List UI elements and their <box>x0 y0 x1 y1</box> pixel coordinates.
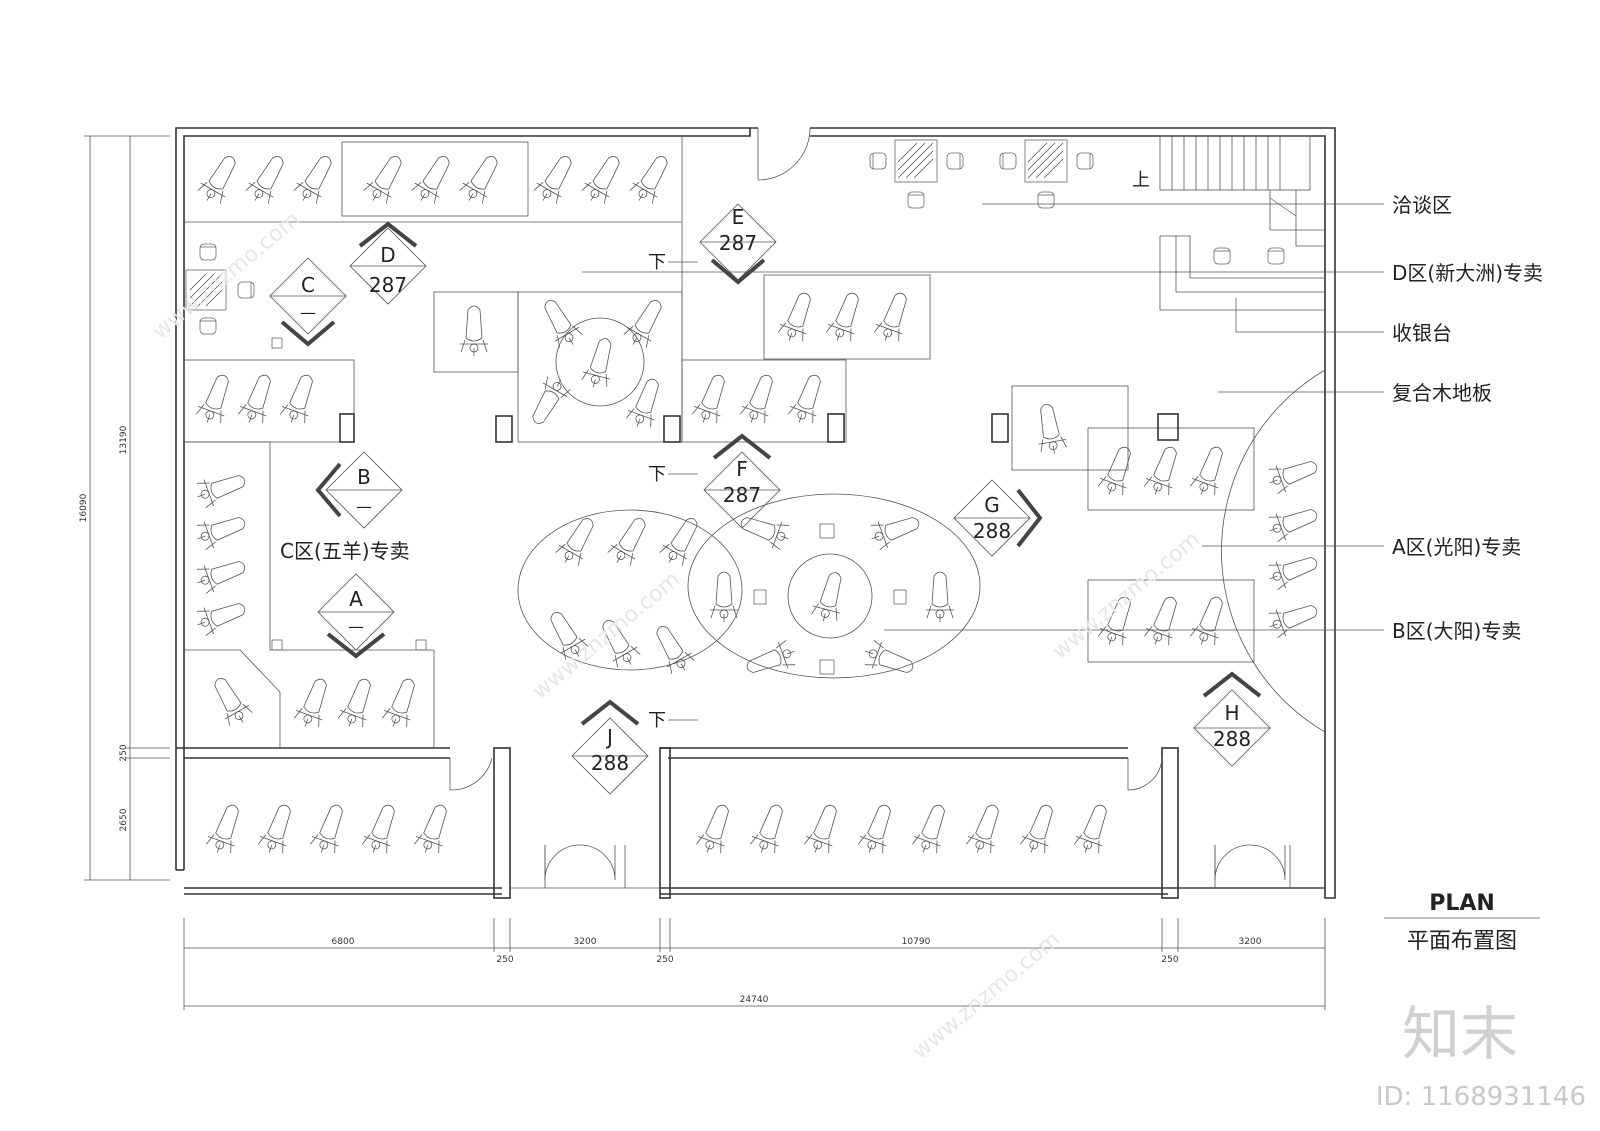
dim-13190: 13190 <box>119 425 129 454</box>
zone-value: 288 <box>1213 727 1251 751</box>
zone-letter: F <box>736 457 748 481</box>
dim-250: 250 <box>1161 955 1178 965</box>
outer-walls <box>175 127 1336 899</box>
zone-value: 287 <box>369 273 407 297</box>
dim-6800: 6800 <box>332 937 355 947</box>
annotation-zone-d: D区(新大洲)专卖 <box>582 261 1543 285</box>
zone-letter: G <box>984 493 1000 517</box>
zone-marker-d: D 287 <box>349 221 427 305</box>
title-en: PLAN <box>1429 891 1495 916</box>
zone-marker-a: A — <box>317 573 395 659</box>
annotation-floor: 复合木地板 <box>1218 381 1492 405</box>
doors <box>449 127 1291 888</box>
cashier-counter <box>1159 235 1325 311</box>
watermark: 知末 ID: 1168931146 www.znzmo.com www.znzm… <box>148 207 1586 1112</box>
zone-letter: E <box>732 205 745 229</box>
zone-letter: J <box>605 725 613 749</box>
left-column-c-zone <box>184 441 435 748</box>
annotation-zone-a: A区(光阳)专卖 <box>1202 535 1521 559</box>
label-zone-c: C区(五羊)专卖 <box>280 539 410 563</box>
zone-marker-h: H 288 <box>1193 671 1271 767</box>
dim-3200: 3200 <box>1239 937 1262 947</box>
watermark-site: www.znzmo.com <box>528 567 685 705</box>
zone-value: 287 <box>723 483 761 507</box>
zone-marker-c: C — <box>269 257 347 347</box>
zone-letter: C <box>301 273 315 297</box>
dim-3200: 3200 <box>574 937 597 947</box>
zone-value: 287 <box>719 231 757 255</box>
dimension-bottom: 6800 250 3200 250 10790 250 3200 24740 <box>183 918 1326 1010</box>
zone-marker-g: G 288 <box>953 479 1043 557</box>
dim-16090: 16090 <box>79 493 89 522</box>
zone-letter: D <box>380 243 395 267</box>
dimension-left: 16090 13190 250 2650 <box>79 135 170 881</box>
watermark-brand: 知末 <box>1402 1000 1518 1068</box>
annotation-cashier: 收银台 <box>1235 298 1452 345</box>
down-label: 下 <box>648 464 666 485</box>
zone-marker-f: F 287 <box>703 433 781 529</box>
zone-marker-b: B — <box>315 451 403 529</box>
center-top-display <box>433 274 931 443</box>
dim-24740: 24740 <box>740 995 769 1005</box>
label-negotiation: 洽谈区 <box>1392 193 1452 217</box>
zone-value: — <box>300 303 316 322</box>
dim-10790: 10790 <box>902 937 931 947</box>
down-label: 下 <box>648 252 666 273</box>
zone-letter: H <box>1224 701 1239 725</box>
right-displays <box>991 369 1326 733</box>
watermark-id: ID: 1168931146 <box>1376 1082 1586 1112</box>
zone-value: 288 <box>973 519 1011 543</box>
down-label: 下 <box>648 710 666 731</box>
annotation-zone-b: B区(大阳)专卖 <box>884 619 1521 643</box>
zone-marker-e: E 287 <box>699 203 777 285</box>
bottom-left-room <box>203 800 456 858</box>
zone-value: — <box>348 617 364 636</box>
left-display-block <box>183 359 355 443</box>
label-zone-a: A区(光阳)专卖 <box>1392 535 1521 559</box>
label-zone-d: D区(新大洲)专卖 <box>1392 261 1543 285</box>
stairs <box>1159 135 1325 247</box>
stairs-up-label: 上 <box>1132 170 1150 191</box>
label-zone-b: B区(大阳)专卖 <box>1392 619 1521 643</box>
annotation-negotiation: 洽谈区 <box>982 193 1452 217</box>
dim-250: 250 <box>496 955 513 965</box>
zone-letter: A <box>349 587 363 611</box>
zone-value: 288 <box>591 751 629 775</box>
watermark-site: www.znzmo.com <box>908 927 1065 1065</box>
center-oval-displays <box>517 493 981 682</box>
dim-2650: 2650 <box>119 808 129 831</box>
left-table-set <box>185 243 283 349</box>
title-cn: 平面布置图 <box>1407 929 1517 954</box>
top-display-row <box>184 136 683 430</box>
watermark-site: www.znzmo.com <box>1048 527 1205 665</box>
bottom-right-room <box>693 800 1116 858</box>
zone-marker-j: J 288 <box>571 699 649 795</box>
label-floor: 复合木地板 <box>1392 381 1492 405</box>
negotiation-tables <box>869 139 1094 209</box>
dim-250: 250 <box>119 744 129 761</box>
zone-letter: B <box>357 465 371 489</box>
plan-title: PLAN 平面布置图 <box>1384 891 1540 954</box>
dim-250: 250 <box>656 955 673 965</box>
label-cashier: 收银台 <box>1392 321 1452 345</box>
zone-value: — <box>356 497 372 516</box>
